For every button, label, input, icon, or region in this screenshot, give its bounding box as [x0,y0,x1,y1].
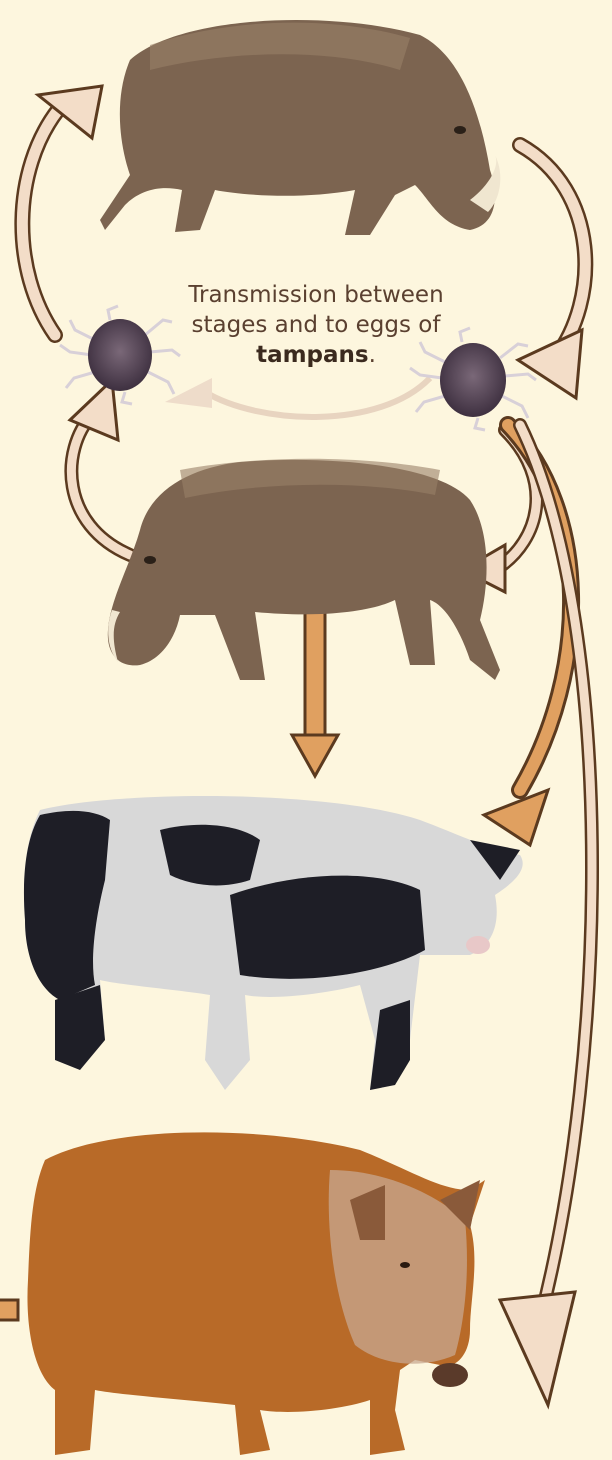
arrow-top-warthog-to-tick [518,145,585,398]
arrow-warthog-to-domestic-pig [292,605,338,776]
caption-line-3: tampans. [146,340,486,370]
bushpig-icon [27,1132,485,1455]
transmission-caption: Transmission between stages and to eggs … [146,280,486,370]
domestic-pig-icon [24,796,523,1090]
arrow-middle-warthog-to-tick [70,380,130,555]
arrow-stub-left [0,1300,18,1320]
arrow-tick-to-top-warthog [22,86,102,335]
caption-line-1: Transmission between [146,280,486,310]
arrow-tick-to-domestic-pig [484,425,571,845]
caption-emphasis: tampans [256,342,369,368]
arrow-tick-to-tick [165,378,430,417]
caption-trailing: . [369,342,376,368]
caption-line-2: stages and to eggs of [146,310,486,340]
warthog-top-icon [100,20,500,235]
